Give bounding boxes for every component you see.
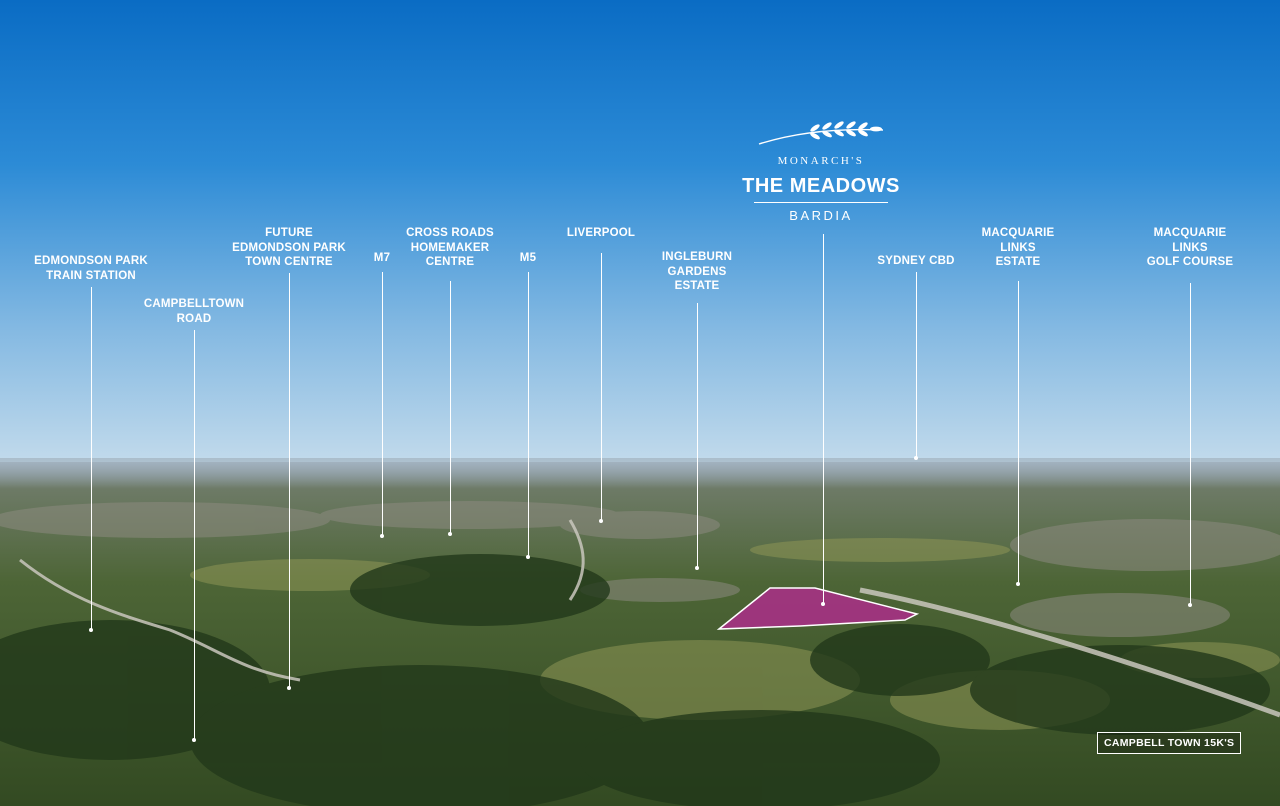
- development-name: THE MEADOWS: [742, 175, 900, 197]
- landmark-label-edmondson-park-train-station: EDMONDSON PARK TRAIN STATION: [34, 255, 148, 282]
- landmark-label-sydney-cbd: SYDNEY CBD: [877, 255, 955, 267]
- leader-line-sydney-cbd: [916, 272, 917, 458]
- site-leader-line: [823, 234, 824, 604]
- leader-dot-campbelltown-road: [192, 738, 196, 742]
- site-boundary: [716, 587, 920, 630]
- bushland: [0, 554, 1270, 806]
- leader-dot-future-edmondson-park-town-centre: [287, 686, 291, 690]
- leader-line-campbelltown-road: [194, 330, 195, 740]
- landmark-label-campbelltown-road: CAMPBELLTOWN ROAD: [143, 298, 245, 325]
- suburb-name: BARDIA: [789, 208, 853, 223]
- leader-line-m7: [382, 272, 383, 536]
- landmark-label-m5: M5: [519, 252, 537, 264]
- leader-line-liverpool: [601, 253, 602, 521]
- leader-line-cross-roads-homemaker-centre: [450, 281, 451, 534]
- logo-divider: [754, 202, 888, 203]
- landmark-label-future-edmondson-park-town-centre: FUTURE EDMONDSON PARK TOWN CENTRE: [232, 227, 346, 268]
- leader-dot-macquarie-links-golf-course: [1188, 603, 1192, 607]
- site-leader-dot: [821, 602, 825, 606]
- landmark-label-liverpool: LIVERPOOL: [566, 227, 636, 239]
- leader-line-ingleburn-gardens-estate: [697, 303, 698, 568]
- wheat-sprig-icon: [758, 121, 884, 145]
- landmark-label-ingleburn-gardens-estate: INGLEBURN GARDENS ESTATE: [661, 251, 733, 292]
- development-logo: MONARCH'S THE MEADOWS BARDIA: [721, 118, 921, 223]
- landmark-label-m7: M7: [373, 252, 391, 264]
- landmark-label-macquarie-links-golf-course: MACQUARIE LINKS GOLF COURSE: [1146, 227, 1234, 268]
- leader-dot-edmondson-park-train-station: [89, 628, 93, 632]
- suburbs: [0, 501, 1280, 637]
- landmark-label-cross-roads-homemaker-centre: CROSS ROADS HOMEMAKER CENTRE: [406, 227, 494, 268]
- sky: [0, 0, 1280, 470]
- distance-badge: CAMPBELL TOWN 15K'S: [1097, 732, 1242, 754]
- leader-dot-liverpool: [599, 519, 603, 523]
- roads: [19, 519, 1280, 718]
- leader-dot-macquarie-links-estate: [1016, 582, 1020, 586]
- leader-dot-sydney-cbd: [914, 456, 918, 460]
- horizon-haze: [0, 458, 1280, 488]
- leader-dot-m5: [526, 555, 530, 559]
- brand-name: MONARCH'S: [777, 155, 865, 167]
- leader-line-macquarie-links-estate: [1018, 281, 1019, 584]
- leader-dot-ingleburn-gardens-estate: [695, 566, 699, 570]
- leader-line-edmondson-park-train-station: [91, 287, 92, 630]
- leader-line-macquarie-links-golf-course: [1190, 283, 1191, 605]
- leader-line-m5: [528, 272, 529, 557]
- leader-line-future-edmondson-park-town-centre: [289, 273, 290, 688]
- leader-dot-m7: [380, 534, 384, 538]
- landmark-label-macquarie-links-estate: MACQUARIE LINKS ESTATE: [981, 227, 1055, 268]
- leader-dot-cross-roads-homemaker-centre: [448, 532, 452, 536]
